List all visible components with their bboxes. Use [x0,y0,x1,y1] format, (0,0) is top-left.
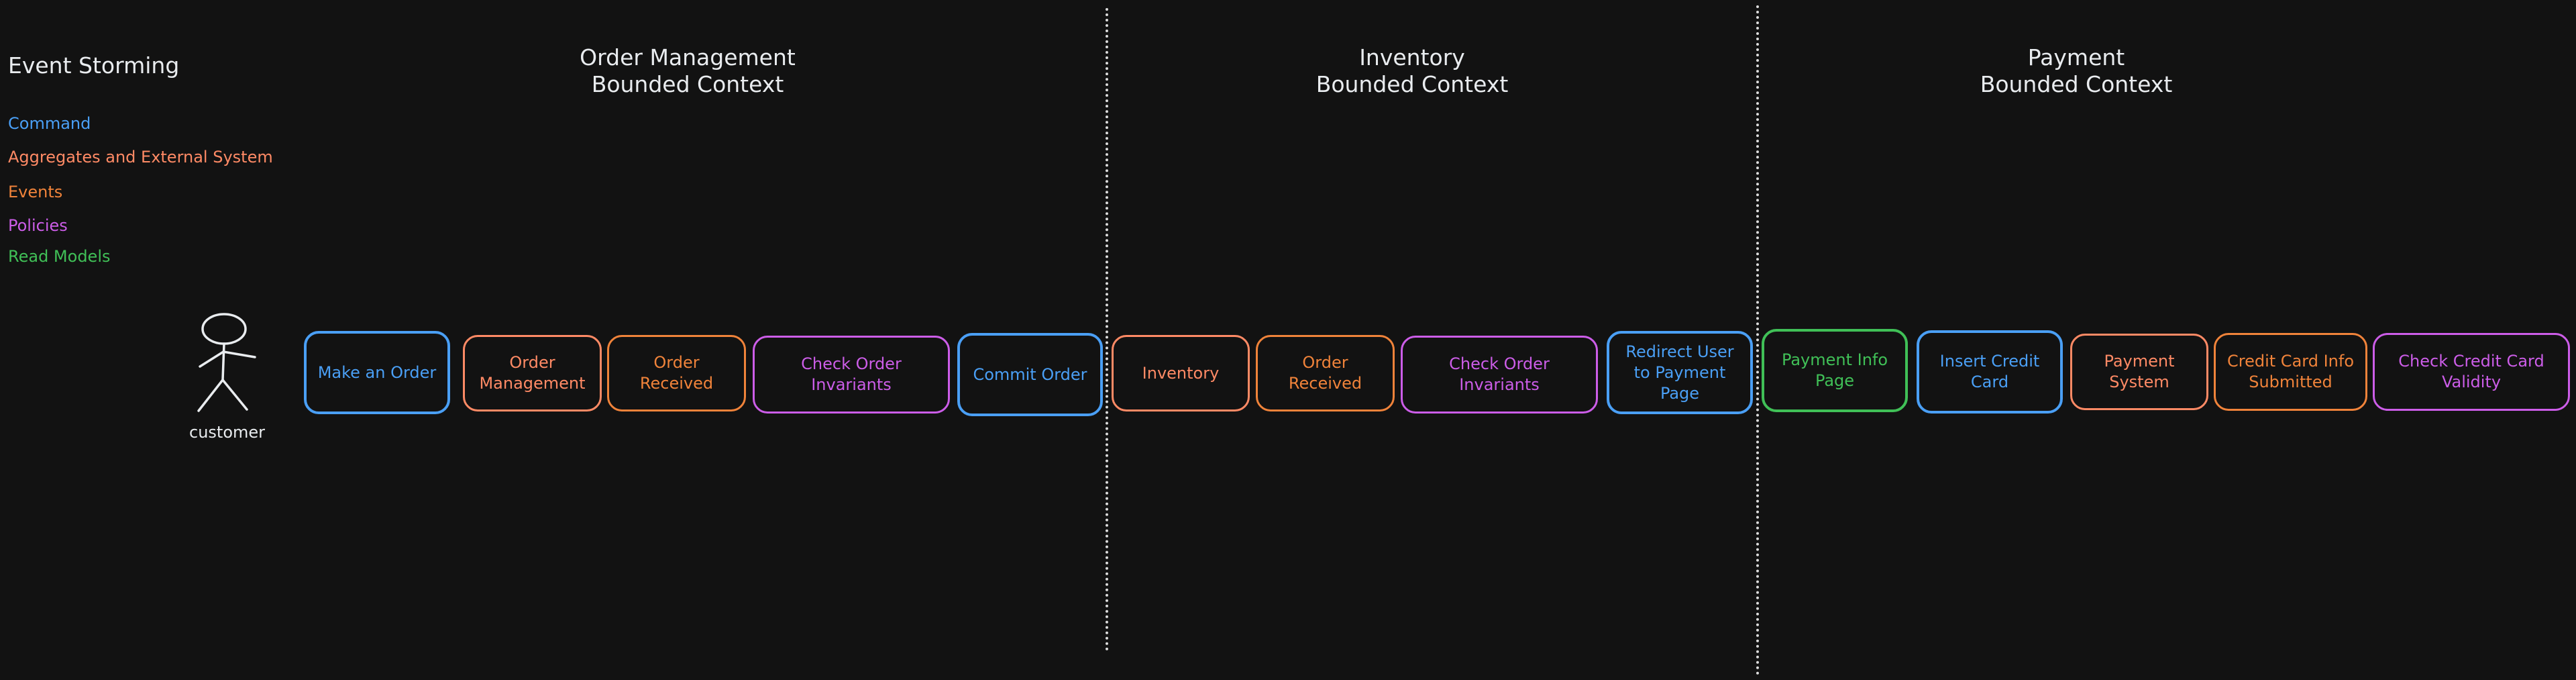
note-order-management[interactable]: Order Management [463,335,602,411]
note-redirect-user-to-payment-page[interactable]: Redirect User to Payment Page [1607,331,1753,414]
legend-aggregates: Aggregates and External System [8,148,273,166]
note-payment-system[interactable]: Payment System [2070,334,2208,410]
note-insert-credit-card[interactable]: Insert Credit Card [1917,330,2063,414]
note-commit-order[interactable]: Commit Order [957,333,1103,416]
note-payment-info-page[interactable]: Payment Info Page [1762,329,1908,412]
context-divider [1106,8,1108,651]
note-order-received[interactable]: Order Received [607,335,746,411]
note-check-credit-card-validity[interactable]: Check Credit Card Validity [2373,333,2570,411]
note-credit-card-info-submitted[interactable]: Credit Card Info Submitted [2214,333,2367,411]
note-make-an-order[interactable]: Make an Order [304,331,450,414]
note-check-order-invariants[interactable]: Check Order Invariants [753,336,950,414]
legend-command: Command [8,114,91,133]
legend-policies: Policies [8,216,68,235]
context-title-payment: Payment Bounded Context [1980,44,2173,97]
note-inventory[interactable]: Inventory [1112,335,1250,411]
legend-events: Events [8,183,63,201]
context-divider [1756,5,1759,675]
context-title-inventory: Inventory Bounded Context [1316,44,1509,97]
stick-figure-icon [191,313,264,414]
context-title-order-management: Order Management Bounded Context [580,44,796,97]
actor-label: customer [189,423,266,442]
note-order-received[interactable]: Order Received [1256,335,1395,411]
note-check-order-invariants[interactable]: Check Order Invariants [1401,336,1598,414]
legend-read-models: Read Models [8,247,111,266]
page-title: Event Storming [8,52,180,79]
